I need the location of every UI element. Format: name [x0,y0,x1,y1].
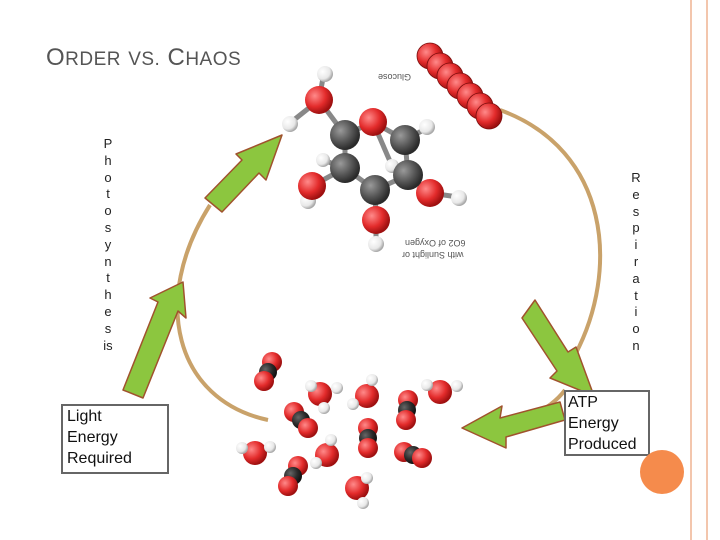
green-arrows [122,134,595,449]
arrow-respiration-down [521,299,595,397]
h2o-6 [345,472,373,509]
light-energy-box: Light Energy Required [61,404,169,474]
arrow-photosynthesis-up [122,281,187,399]
h2o-4 [236,441,276,465]
h2o-2 [347,374,379,410]
water-molecules [236,374,463,509]
slide-title: ORDER VS. CHAOS [46,44,242,71]
co2-3 [358,418,378,458]
h2o-5 [310,434,339,469]
co2-6 [394,442,432,468]
slide-frame-border [690,0,708,540]
left-arc [175,203,269,422]
respiration-label: R e s p i r a t i o n [631,170,641,353]
photosynthesis-label: P h o t o s y n t h e s is [103,136,113,353]
glucose-label: Glucose [378,72,412,82]
oxygen-label: 6O2 of Oxygen [405,238,466,248]
h2o-3 [421,379,463,404]
accent-dot [640,450,684,494]
arrow-top-left [204,134,283,213]
glucose-molecule [282,66,467,252]
arrow-bottom-right [461,401,566,449]
co2-1 [254,352,282,391]
co2-5 [278,456,308,496]
h2o-1 [305,380,343,414]
right-arc [499,108,603,356]
oxygen-chain [416,42,503,130]
atp-energy-box: ATP Energy Produced [564,390,650,456]
co2-2 [284,402,318,438]
co2-4 [396,390,418,430]
co2-molecules [254,352,432,496]
sunlight-label: with Sunlight or [402,250,464,260]
